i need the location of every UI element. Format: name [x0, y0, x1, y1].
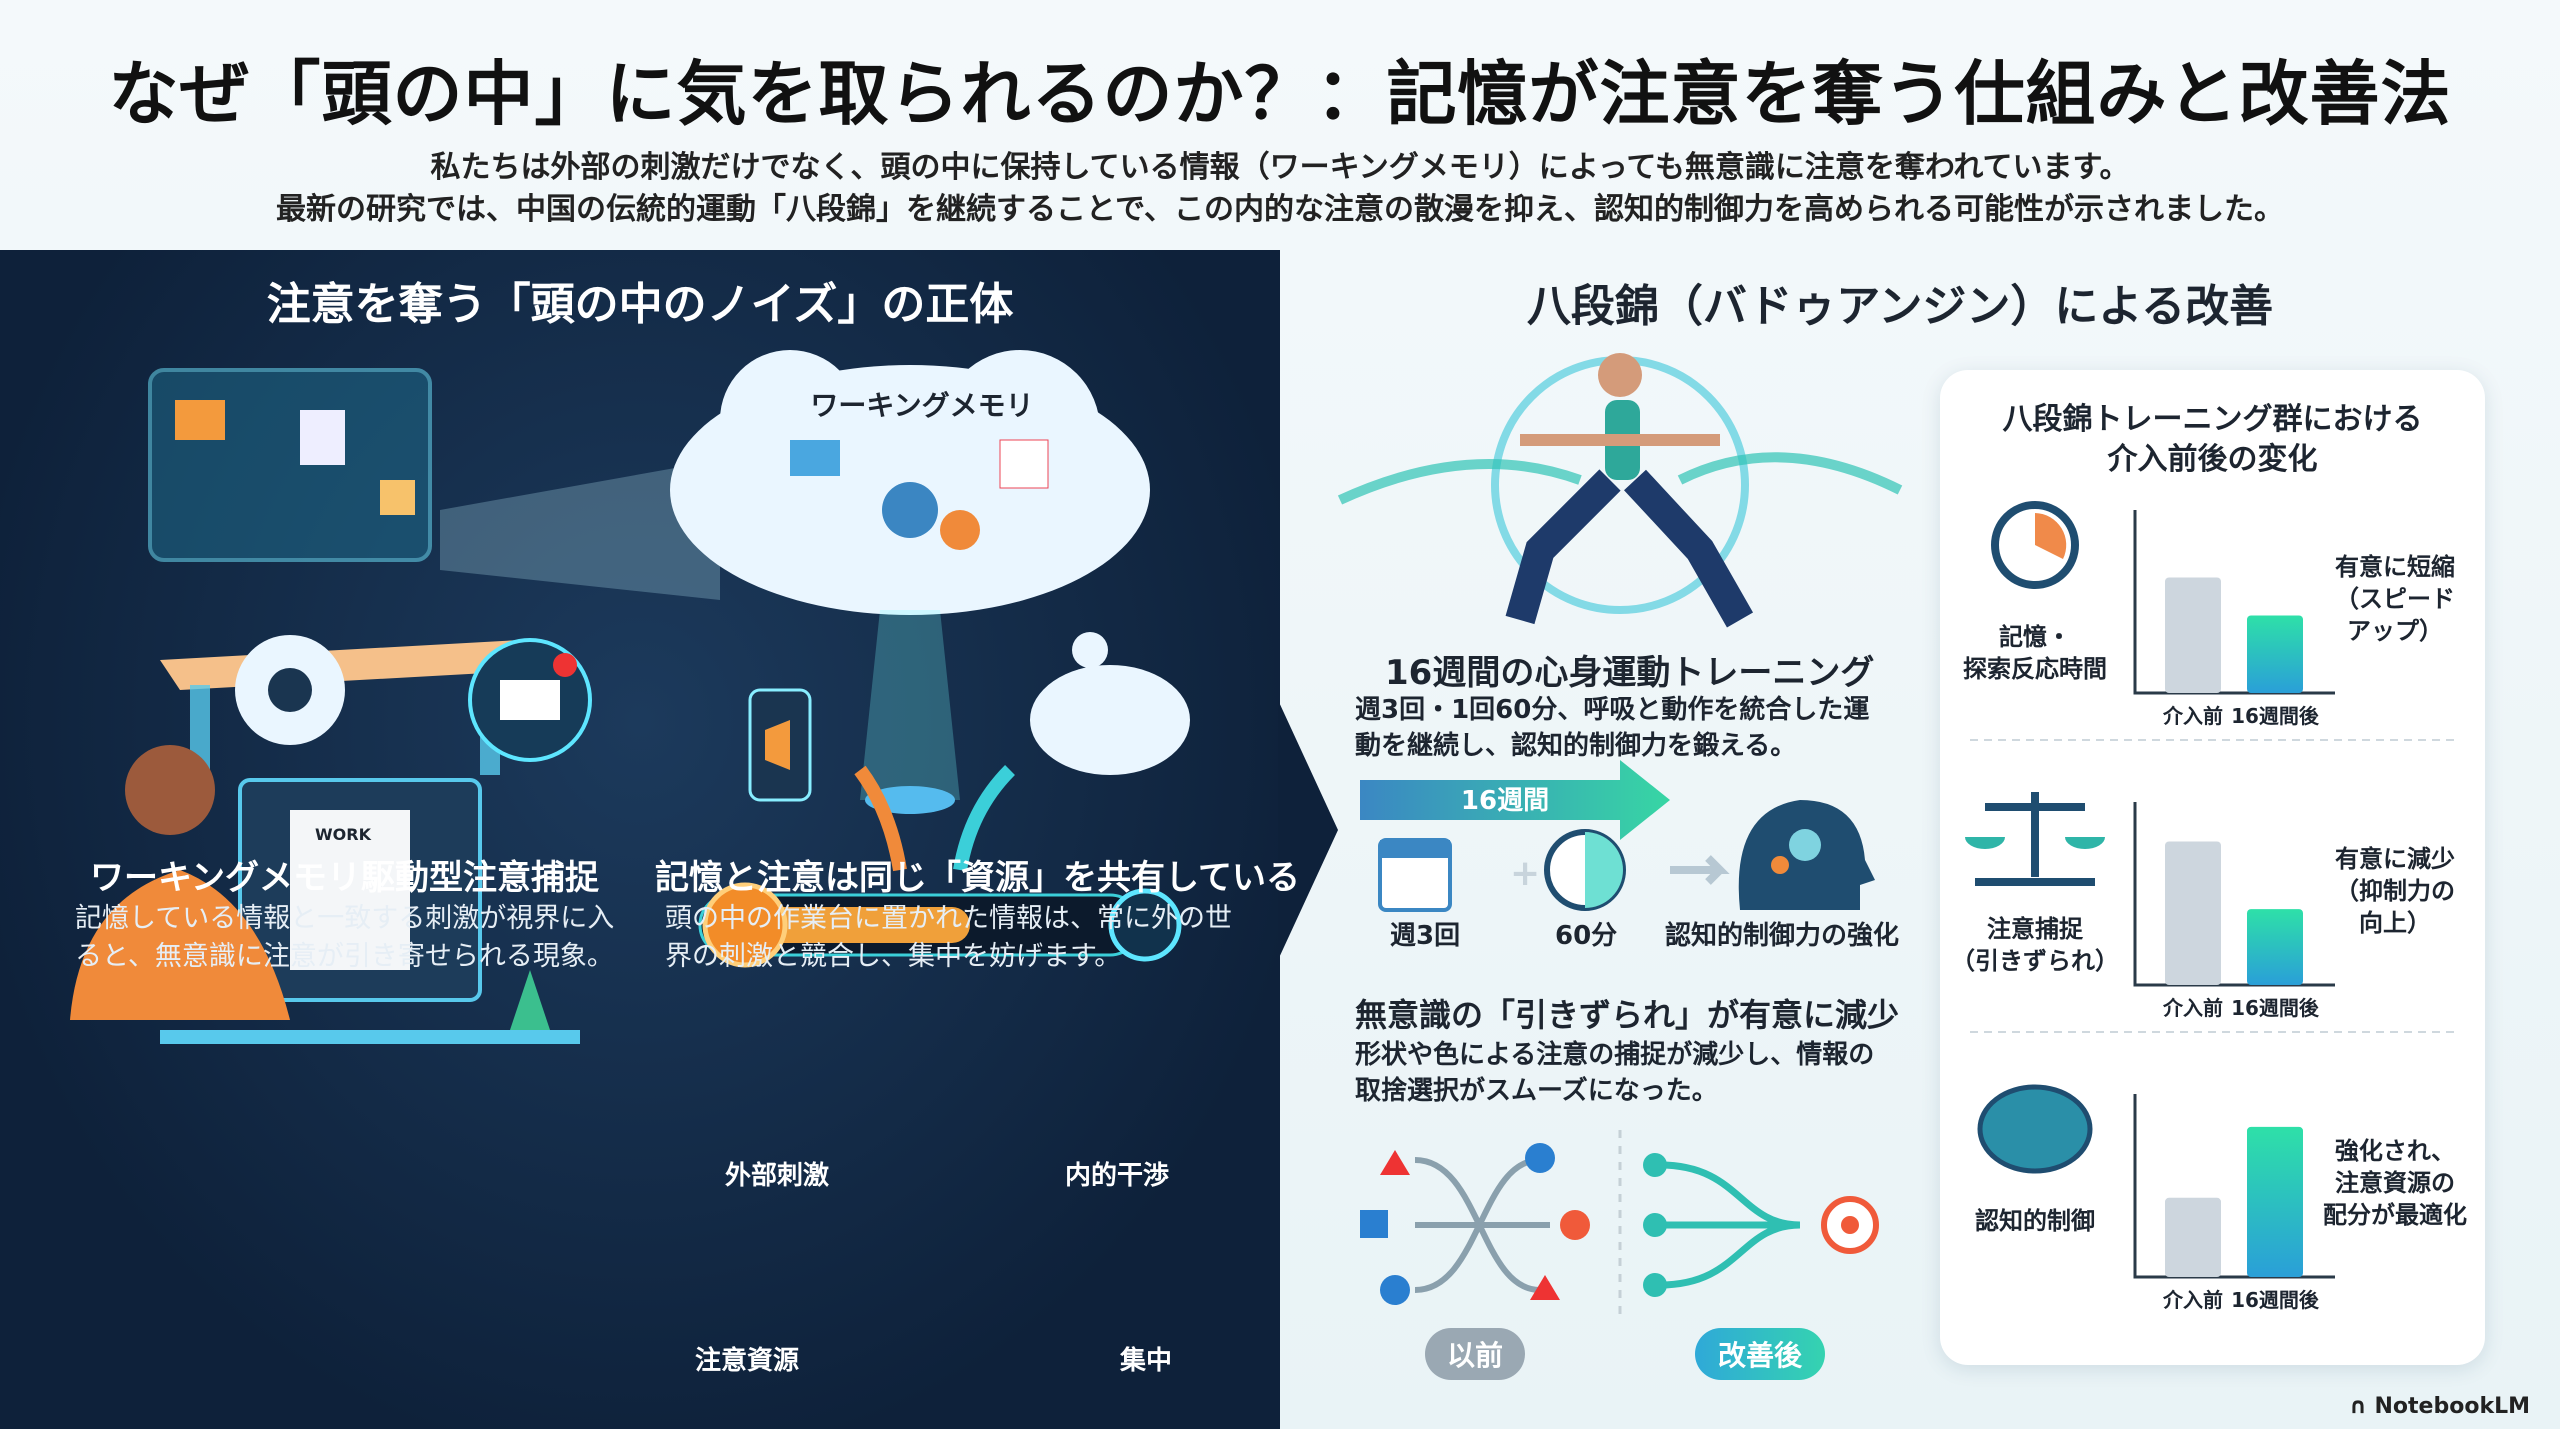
frequency-label: 週3回	[1390, 921, 1461, 951]
left-section-title: 注意を奪う「頭の中のノイズ」の正体	[266, 279, 1014, 330]
x-tick-label: 16週間後	[2231, 704, 2320, 728]
chart-metric-label: 認知的制御	[1975, 1207, 2095, 1235]
bar-after	[2247, 615, 2303, 693]
bar-before	[2165, 1197, 2221, 1277]
block1-heading: ワーキングメモリ駆動型注意捕捉	[90, 858, 599, 898]
block2-text: 頭の中の作業台に置かれた情報は、常に外の世界の刺激と競合し、集中を妨げます。	[665, 903, 1232, 972]
bar-before	[2165, 577, 2221, 693]
effect-heading: 無意識の「引きずられ」が有意に減少	[1355, 996, 1900, 1034]
left-illustrations: ワーキングメモリ WORK	[70, 350, 1190, 1044]
svg-text:+: +	[1510, 853, 1540, 894]
cloud-working-memory	[670, 350, 1150, 814]
external-stimulus-label: 外部刺激	[725, 1161, 830, 1191]
cloud-label: ワーキングメモリ	[810, 389, 1033, 422]
training-heading: 16週間の心身運動トレーニング	[1385, 653, 1875, 693]
chevron-divider	[1278, 700, 1338, 960]
brand-label: NotebookLM	[2374, 1394, 2530, 1419]
notebooklm-logo-icon: ∩	[2348, 1394, 2375, 1419]
chart-note: 有意に減少（抑制力の向上）	[2335, 845, 2455, 937]
page-title: なぜ「頭の中」に気を取られるのか？：記憶が注意を奪う仕組みと改善法	[108, 53, 2452, 135]
session-length-label: 60分	[1555, 921, 1618, 951]
effect-text: 形状や色による注意の捕捉が減少し、情報の取捨選択がスムーズになった。	[1355, 1040, 1875, 1106]
training-flow: +	[1360, 760, 1875, 912]
x-tick-label: 介入前	[2162, 996, 2223, 1020]
notebooklm-brand: ∩ NotebookLM	[2349, 1394, 2530, 1419]
internal-interference-label: 内的干渉	[1065, 1161, 1170, 1191]
before-after-shapes	[1360, 1130, 1879, 1320]
chart-metric-label: 注意捕捉（引きずられ）	[1951, 915, 2119, 975]
chart-metric-label: 記憶・探索反応時間	[1963, 623, 2107, 683]
block1-text: 記憶している情報と一致する刺激が視界に入ると、無意識に注意が引き寄せられる現象。	[75, 903, 615, 972]
before-pill: 以前	[1425, 1328, 1525, 1380]
attention-resource-label: 注意資源	[695, 1346, 800, 1376]
right-section-title: 八段錦（バドゥアンジン）による改善	[1526, 281, 2274, 332]
chart-note: 強化され、注意資源の配分が最適化	[2323, 1137, 2467, 1229]
x-tick-label: 介入前	[2162, 704, 2223, 728]
bar-before	[2165, 841, 2221, 985]
baduanjin-figure	[1337, 353, 1903, 628]
chart-title: 八段錦トレーニング群における介入前後の変化	[2002, 402, 2423, 477]
right-illustrations: +	[1337, 353, 1903, 1320]
duration-arrow-label: 16週間	[1460, 786, 1550, 816]
x-tick-label: 16週間後	[2231, 1288, 2320, 1312]
bar-after	[2247, 1126, 2303, 1277]
intro-line-1: 私たちは外部の刺激だけでなく、頭の中に保持している情報（ワーキングメモリ）によっ…	[430, 150, 2130, 185]
after-pill: 改善後	[1695, 1328, 1825, 1380]
brain-icon	[1977, 1084, 2093, 1174]
chart-note: 有意に短縮（スピードアップ）	[2335, 553, 2455, 645]
bar-after	[2247, 909, 2303, 985]
intro-line-2: 最新の研究では、中国の伝統的運動「八段錦」を継続することで、この内的な注意の散漫…	[276, 192, 2284, 227]
training-result-label: 認知的制御力の強化	[1665, 921, 1900, 951]
focus-label: 集中	[1120, 1346, 1173, 1376]
x-tick-label: 介入前	[2162, 1288, 2223, 1312]
screen-word: WORK	[315, 825, 372, 844]
distraction-diagram	[698, 665, 1190, 968]
training-text: 週3回・1回60分、呼吸と動作を統合した運動を継続し、認知的制御力を鍛える。	[1355, 695, 1870, 761]
person-at-computer	[70, 635, 592, 1044]
x-tick-label: 16週間後	[2231, 996, 2320, 1020]
desk-illustration	[148, 368, 720, 795]
scale-icon	[1975, 792, 2095, 886]
block2-heading: 記憶と注意は同じ「資源」を共有している	[655, 858, 1300, 898]
